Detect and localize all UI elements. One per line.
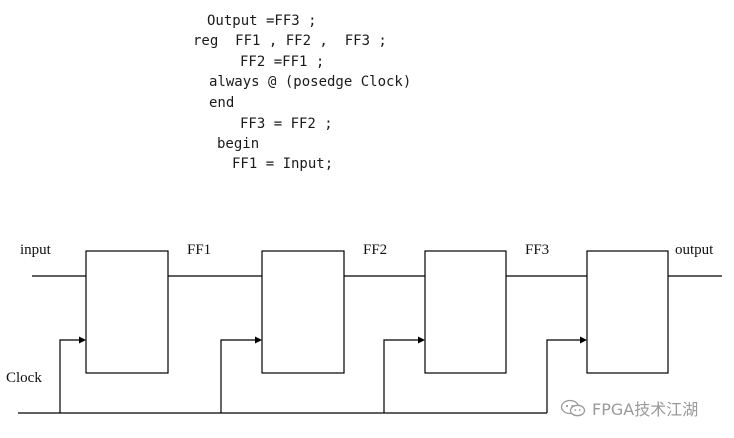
clock-branch-2 — [220, 339, 258, 413]
ff3-label: FF3 — [525, 242, 550, 258]
code-line-2: reg FF1 , FF2 , FF3 ; — [193, 33, 387, 49]
flip-flop-3 — [424, 250, 507, 374]
input-label: input — [20, 242, 51, 258]
flip-flop-4 — [586, 250, 669, 374]
code-line-4: always @ (posedge Clock) — [209, 74, 412, 90]
code-line-3: FF2 =FF1 ; — [240, 54, 325, 70]
clock-arrow-4 — [580, 336, 587, 344]
clock-arrow-3 — [418, 336, 425, 344]
code-line-8: FF1 = Input; — [232, 156, 334, 172]
clock-arrow-2 — [255, 336, 262, 344]
ff1-label: FF1 — [187, 242, 212, 258]
flip-flop-2 — [261, 250, 345, 374]
clock-label: Clock — [6, 370, 42, 386]
output-label: output — [675, 242, 714, 258]
wechat-icon — [560, 399, 586, 417]
watermark: FPGA技术江湖 — [560, 396, 698, 420]
code-line-6: FF3 = FF2 ; — [240, 116, 333, 132]
ff2-label: FF2 — [363, 242, 388, 258]
clock-branch-1 — [59, 339, 82, 413]
clock-branch-3 — [383, 339, 421, 413]
watermark-text: FPGA技术江湖 — [592, 400, 699, 419]
clock-arrow-1 — [79, 336, 86, 344]
code-line-7: begin — [217, 136, 260, 152]
clock-branch-4 — [546, 339, 583, 413]
code-line-1: Output =FF3 ; — [207, 13, 317, 29]
flip-flop-1 — [85, 250, 169, 374]
code-line-5: end — [209, 95, 235, 111]
